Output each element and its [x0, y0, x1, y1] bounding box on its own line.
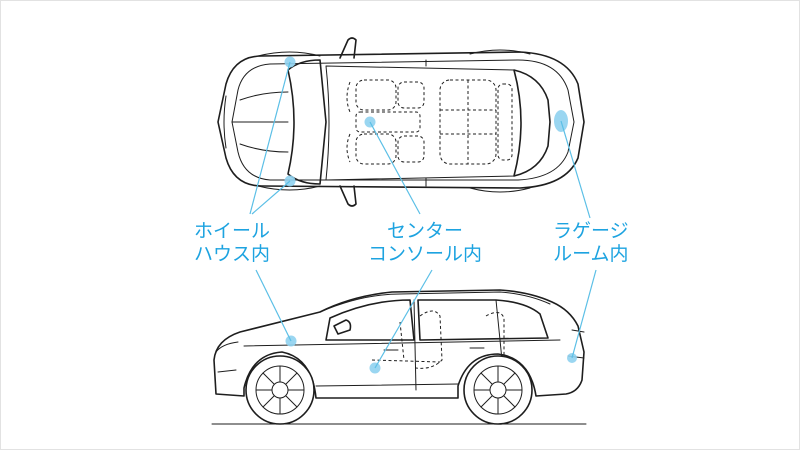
leader-wheel-house-top-front: [249, 61, 291, 215]
label-luggage-room-line1: ラゲージ: [553, 220, 629, 242]
leader-wheel-house-side: [255, 269, 292, 342]
label-center-console-line2: コンソール内: [368, 243, 483, 265]
label-center-console-line1: センター: [387, 220, 464, 242]
label-wheel-house-line1: ホイール: [194, 220, 271, 242]
front-wheel: [245, 355, 315, 425]
label-wheel-house: ホイール ハウス内: [194, 220, 270, 266]
car-side-view: [211, 289, 587, 425]
leader-luggage-top: [560, 120, 591, 219]
leader-lines: [249, 61, 597, 369]
rear-wheel: [463, 355, 533, 425]
seats-side-view: [371, 310, 505, 369]
leader-wheel-house-top-rear: [251, 180, 291, 215]
label-center-console: センター コンソール内: [368, 220, 482, 266]
car-top-view: [217, 37, 585, 207]
label-wheel-house-line2: ハウス内: [194, 243, 271, 265]
leader-center-console-side: [374, 269, 433, 369]
label-luggage-room-line2: ルーム内: [553, 243, 629, 265]
label-luggage-room: ラゲージ ルーム内: [553, 220, 629, 266]
leader-luggage-side: [571, 269, 597, 359]
leader-center-console-top: [369, 121, 421, 215]
